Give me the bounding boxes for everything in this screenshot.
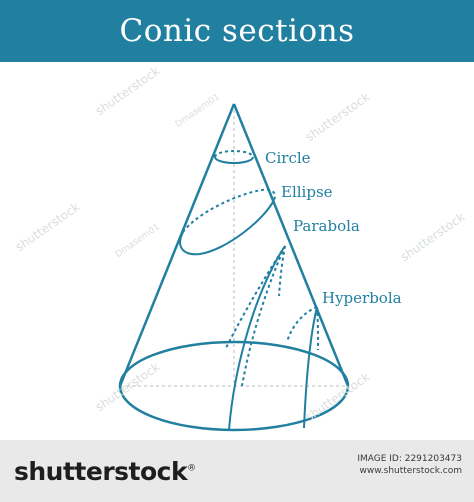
image-id: IMAGE ID: 2291203473 [357, 454, 462, 464]
brand-name: shutterstock [14, 457, 188, 486]
hyperbola-section [286, 306, 319, 429]
circle-section [214, 150, 254, 164]
cone-left-edge [118, 103, 236, 387]
registered-mark: ® [187, 463, 196, 474]
labels: Circle Ellipse Parabola Hyperbola [265, 149, 402, 307]
hyperbola-section-front [303, 306, 318, 429]
parabola-inner-back [278, 245, 286, 297]
parabola-section-front [228, 245, 286, 431]
label-ellipse: Ellipse [281, 183, 333, 201]
label-circle: Circle [265, 149, 311, 167]
circle-section-front [214, 156, 254, 164]
parabola-outer-back [225, 245, 286, 349]
page-title: Conic sections [119, 13, 355, 49]
ellipse-section-front [179, 199, 275, 256]
cone-diagram: Circle Ellipse Parabola Hyperbola [118, 103, 402, 432]
label-parabola: Parabola [293, 217, 360, 235]
ellipse-section [179, 188, 276, 256]
hyperbola-upper-back [316, 306, 319, 351]
hyperbola-section-back [286, 306, 318, 343]
image-meta: IMAGE ID: 2291203473 www.shutterstock.co… [357, 453, 462, 477]
label-hyperbola: Hyperbola [322, 289, 402, 307]
title-banner: Conic sections [0, 0, 474, 62]
footer-bar: shutterstock® IMAGE ID: 2291203473 www.s… [0, 440, 474, 502]
hidden-lines [120, 104, 348, 387]
parabola-section-back [241, 245, 286, 387]
cone-right-edge [232, 103, 350, 387]
ellipse-section-back [182, 188, 276, 233]
cone-base [118, 340, 350, 432]
site-url[interactable]: www.shutterstock.com [359, 466, 462, 476]
cone [118, 103, 350, 432]
parabola-section [225, 245, 286, 431]
shutterstock-logo: shutterstock® [14, 457, 196, 486]
circle-section-back [214, 150, 254, 158]
